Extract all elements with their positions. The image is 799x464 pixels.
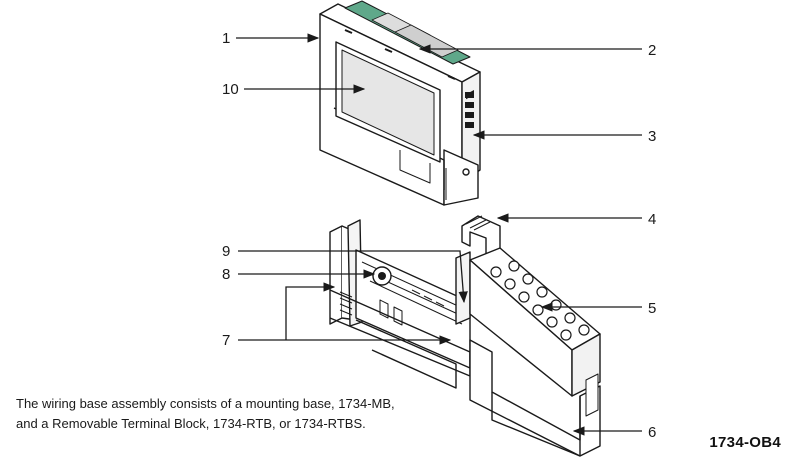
- leader-9: [238, 250, 468, 304]
- callout-7: 7: [222, 332, 230, 349]
- io-module-drawing: [319, 0, 481, 206]
- rtb-handle: [461, 215, 501, 259]
- rtb-terminals: [490, 260, 590, 341]
- callout-5: 5: [648, 300, 656, 317]
- catalog-number: 1734-OB4: [709, 434, 781, 451]
- callout-6: 6: [648, 424, 656, 441]
- status-led-indicators: [465, 89, 474, 128]
- callout-3: 3: [648, 128, 656, 145]
- callout-1: 1: [222, 30, 230, 47]
- callout-labels: 1 2 3 4 5 6 7 8 9 10: [222, 30, 656, 441]
- leader-lines: [236, 33, 642, 436]
- base-end-plate-left: [329, 225, 343, 325]
- assembly-caption: The wiring base assembly consists of a m…: [16, 394, 396, 434]
- caption-line-1: The wiring base assembly consists of a m…: [16, 396, 395, 411]
- callout-4: 4: [648, 211, 656, 228]
- callout-9: 9: [222, 243, 230, 260]
- wiring-base-drawing: [329, 215, 601, 457]
- callout-10: 10: [222, 81, 239, 98]
- base-pins: [339, 291, 353, 316]
- callout-2: 2: [648, 42, 656, 59]
- leader-7b: [285, 282, 336, 340]
- callout-8: 8: [222, 266, 230, 283]
- caption-line-2: and a Removable Terminal Block, 1734-RTB…: [16, 416, 366, 431]
